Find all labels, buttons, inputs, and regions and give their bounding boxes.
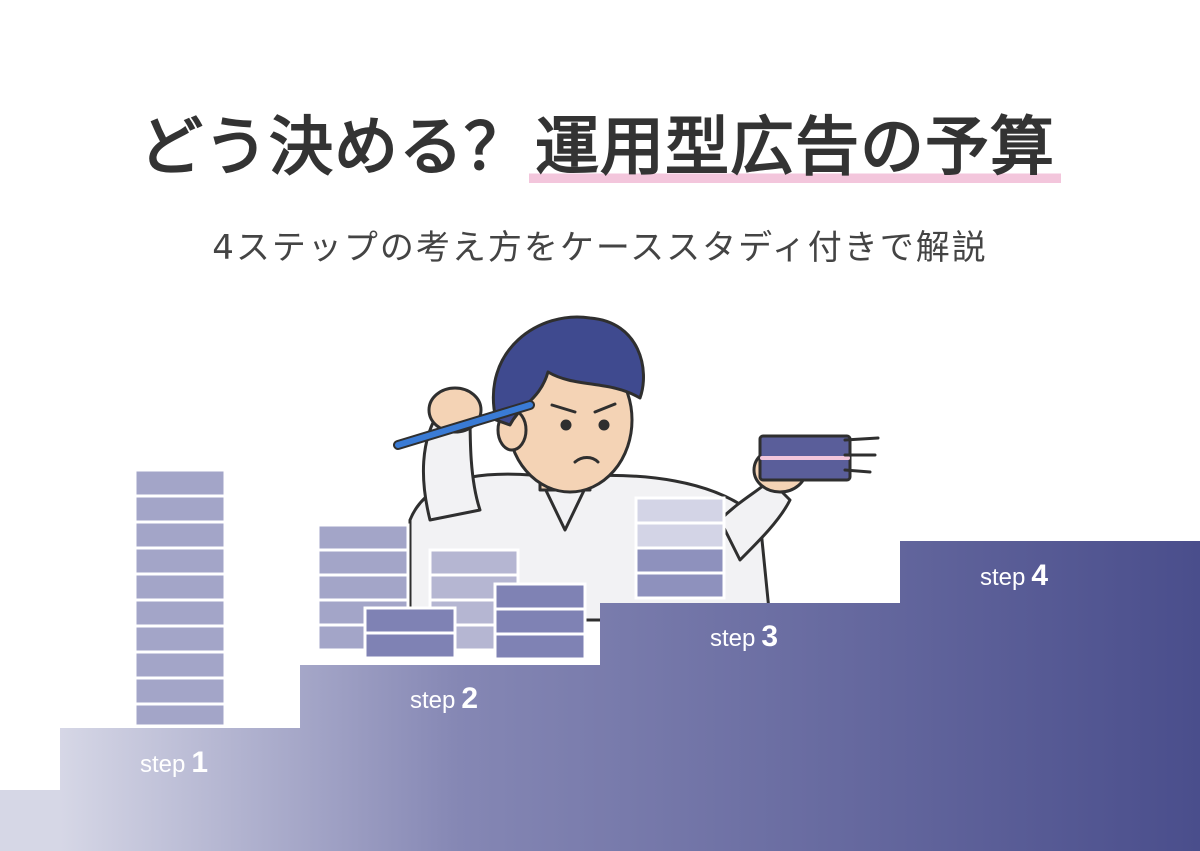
title-highlight: 運用型広告の予算	[529, 111, 1061, 193]
block-stack-2	[316, 523, 587, 661]
page-subtitle: 4ステップの考え方をケーススタディ付きで解説	[212, 228, 988, 268]
title-prefix: どう決める？	[139, 111, 529, 185]
block-stack-3	[634, 496, 726, 600]
page-title: どう決める？運用型広告の予算	[0, 96, 1200, 193]
block-tower-1	[133, 468, 227, 728]
stairs	[60, 541, 1200, 851]
